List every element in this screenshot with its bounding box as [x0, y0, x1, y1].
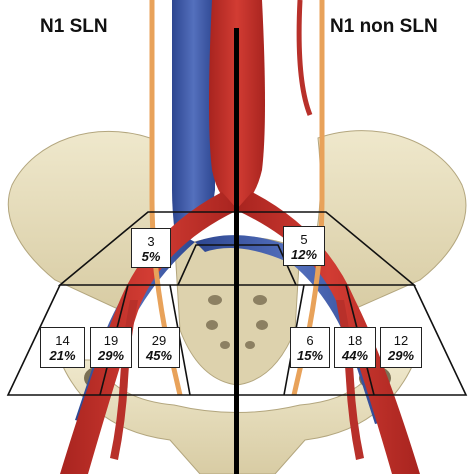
sacral-foramen: [245, 341, 255, 349]
region-count: 14: [55, 333, 70, 348]
sacral-foramen: [253, 295, 267, 305]
left-common-iliac-artery: [60, 192, 238, 474]
region-percent: 45%: [145, 348, 173, 363]
left-upper-region: [57, 211, 237, 286]
right-region-obturator: 18 44%: [334, 327, 376, 368]
sacral-foramen: [220, 341, 230, 349]
region-percent: 44%: [341, 348, 369, 363]
vena-cava: [172, 0, 215, 240]
region-percent: 29%: [387, 348, 415, 363]
right-region-common-iliac: 5 12%: [283, 226, 325, 266]
right-panel-title: N1 non SLN: [330, 16, 438, 37]
left-divider-b: [169, 284, 191, 396]
right-lower-region: [237, 284, 468, 396]
region-count: 29: [151, 333, 167, 348]
region-count: 18: [347, 333, 363, 348]
sacral-foramen: [256, 320, 268, 330]
region-percent: 29%: [97, 348, 125, 363]
left-region-common-iliac: 3 5%: [131, 228, 171, 268]
region-count: 5: [300, 232, 308, 247]
region-percent: 15%: [296, 348, 324, 363]
left-region-obturator: 19 29%: [90, 327, 132, 368]
right-common-iliac-artery: [236, 192, 420, 474]
left-lower-region: [6, 284, 237, 396]
right-upper-region: [237, 211, 417, 286]
right-branch-artery: [296, 0, 313, 116]
left-region-external-iliac: 14 21%: [40, 327, 85, 368]
region-percent: 12%: [290, 247, 318, 262]
right-ureter: [291, 0, 325, 396]
right-region-internal-iliac: 6 15%: [290, 327, 330, 368]
region-count: 6: [306, 333, 314, 348]
region-count: 3: [147, 234, 155, 249]
left-panel-title: N1 SLN: [40, 16, 108, 37]
center-divider-line: [234, 28, 239, 474]
region-percent: 21%: [49, 348, 76, 363]
region-percent: 5%: [141, 249, 161, 264]
sacral-foramen: [208, 295, 222, 305]
region-count: 12: [393, 333, 409, 348]
left-region-internal-iliac: 29 45%: [138, 327, 180, 368]
sacral-foramen: [206, 320, 218, 330]
right-region-external-iliac: 12 29%: [380, 327, 422, 368]
region-count: 19: [103, 333, 119, 348]
left-ureter: [149, 0, 183, 396]
